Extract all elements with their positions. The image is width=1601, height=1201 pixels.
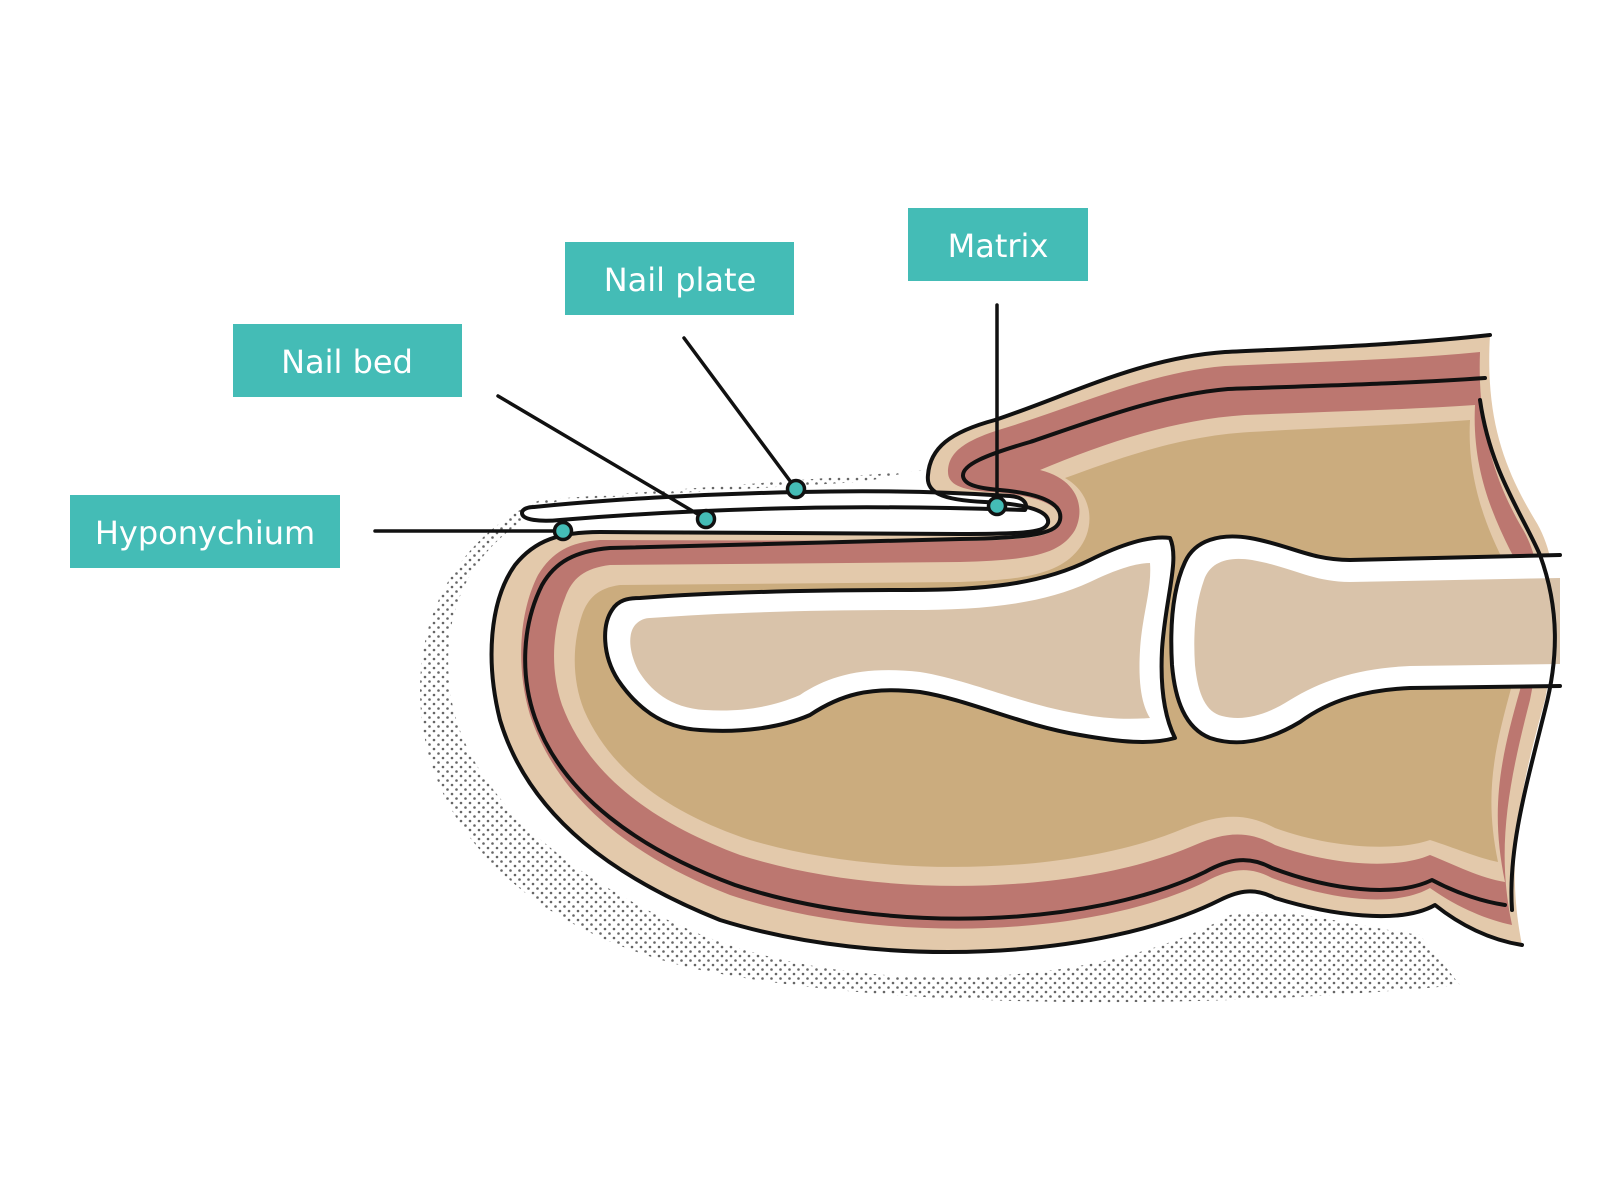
- distal-phalanx-outline: [603, 535, 1177, 744]
- nail-plate-marker: [785, 478, 807, 500]
- nail-bed-leader: [496, 394, 708, 521]
- nail-bed-marker: [695, 508, 717, 530]
- finger-upper-outline: [489, 333, 1524, 955]
- label-hyponychium: Hyponychium: [70, 495, 340, 568]
- label-matrix: Matrix: [908, 208, 1088, 281]
- label-hyponychium-text: Hyponychium: [95, 514, 315, 552]
- middle-phalanx-outline-top: [1169, 534, 1562, 745]
- finger-right-edge: [1478, 398, 1557, 912]
- nail-plate-leader: [682, 336, 798, 491]
- distal-phalanx-bone-inner: [630, 563, 1151, 719]
- label-nail-plate: Nail plate: [565, 242, 794, 315]
- label-nail-plate-text: Nail plate: [604, 261, 757, 299]
- finger-shadow: [420, 470, 1460, 1003]
- label-nail-bed-text: Nail bed: [281, 343, 413, 381]
- matrix-marker: [986, 495, 1008, 517]
- finger-inner-outline: [523, 376, 1507, 921]
- label-nail-bed: Nail bed: [233, 324, 462, 397]
- nail-plate-outline: [520, 489, 1029, 523]
- hyponychium-marker: [552, 520, 574, 542]
- middle-phalanx-bone-inner: [1194, 558, 1560, 719]
- label-matrix-text: Matrix: [948, 227, 1049, 265]
